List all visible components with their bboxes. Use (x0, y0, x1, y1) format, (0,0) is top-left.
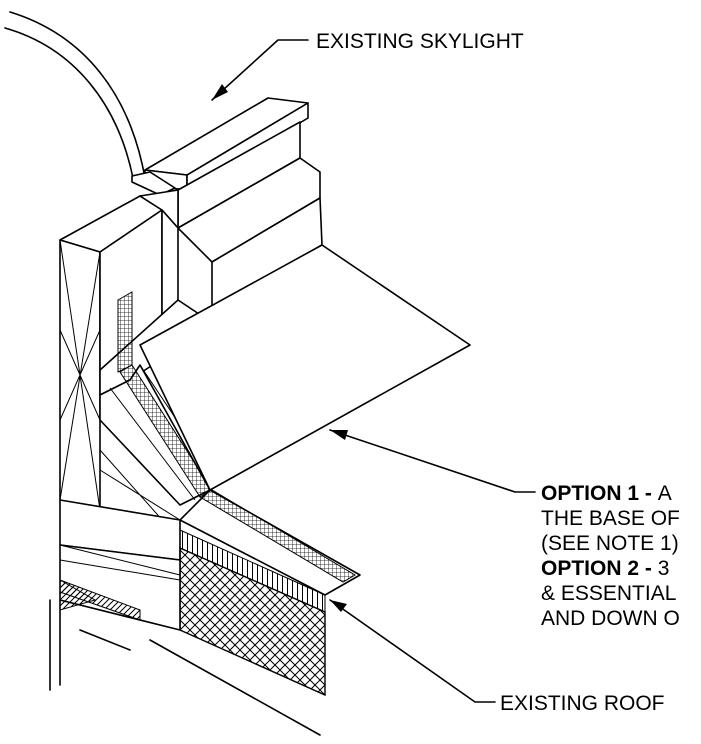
label-option2-line1: OPTION 2 - 3 (541, 557, 669, 580)
skylight-dome (4, 11, 146, 179)
label-existing-roof: EXISTING ROOF (500, 692, 665, 715)
leader-lines (211, 39, 536, 703)
label-option2-line3: AND DOWN O (541, 607, 680, 630)
roof-assembly (49, 489, 361, 736)
label-option1-line1: OPTION 1 - A (541, 482, 672, 505)
label-option1-line3: (SEE NOTE 1) (541, 532, 679, 555)
label-option2-line2: & ESSENTIAL (541, 582, 676, 605)
label-option1-line2: THE BASE OF (541, 507, 680, 530)
metal-flashing-sheet (139, 244, 471, 491)
label-existing-skylight: EXISTING SKYLIGHT (316, 30, 524, 53)
